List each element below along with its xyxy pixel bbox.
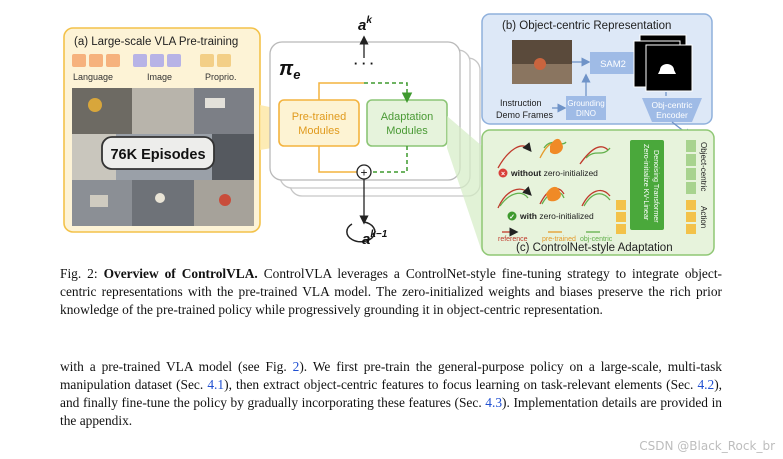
body-paragraph: with a pre-trained VLA model (see Fig. 2… — [60, 359, 722, 428]
watermark: CSDN @Black_Rock_br — [639, 439, 775, 453]
panel-b: (b) Object-centric Representation SAM2 I… — [481, 13, 713, 138]
check-icon — [507, 211, 517, 221]
svg-text:SAM2: SAM2 — [600, 59, 626, 70]
svg-text:Obj-centric: Obj-centric — [651, 100, 693, 110]
legend-image: Image — [147, 72, 172, 82]
figure-caption: Fig. 2: Overview of ControlVLA. ControlV… — [60, 266, 723, 317]
policy-symbol: πe — [279, 58, 300, 82]
policy-stack: πe ak · · · Pre-trained Modules Adaptati… — [269, 15, 481, 248]
svg-text:Demo Frames: Demo Frames — [496, 110, 554, 120]
svg-text:Object-centric: Object-centric — [699, 142, 708, 191]
sam2-box — [590, 52, 636, 74]
panel-a-title: (a) Large-scale VLA Pre-training — [74, 36, 238, 48]
sec-ref-link[interactable]: 4.2 — [697, 377, 715, 392]
svg-text:Action: Action — [699, 206, 708, 228]
trajectory-with — [497, 186, 611, 209]
svg-text:reference: reference — [498, 236, 528, 243]
denoising-transformer — [630, 140, 664, 230]
svg-text:Adaptation: Adaptation — [381, 111, 434, 123]
sec-ref-link[interactable]: 4.1 — [207, 377, 225, 392]
svg-text:Modules: Modules — [386, 125, 428, 137]
sec-ref-link[interactable]: 4.3 — [485, 395, 503, 410]
svg-text:Modules: Modules — [298, 125, 340, 137]
svg-text:×: × — [501, 171, 505, 178]
obj-centric-encoder — [642, 98, 702, 122]
without-label: without zero-initialized — [510, 168, 598, 178]
object-centric-tokens — [686, 140, 696, 194]
action-top: ak — [358, 15, 372, 34]
legend-language: Language — [73, 72, 113, 82]
adaptation-modules: Adaptation Modules — [366, 99, 448, 147]
grounding-dino-box — [566, 96, 606, 120]
loop-arrow — [346, 221, 376, 243]
fig-ref-link[interactable]: 2 — [292, 359, 300, 374]
episode-photo-mosaic — [72, 88, 254, 226]
svg-text:pre-trained: pre-trained — [542, 236, 576, 243]
ellipsis: · · · — [354, 56, 374, 71]
svg-text:obj-centric: obj-centric — [580, 236, 613, 243]
mask-stack — [633, 34, 693, 92]
trajectory-legend: reference pre-trained obj-centric — [498, 227, 613, 243]
svg-text:✓: ✓ — [509, 214, 515, 221]
pretrained-modules: Pre-trained Modules — [278, 99, 360, 147]
svg-text:Instruction: Instruction — [500, 98, 542, 108]
token-legend: Language Image Proprio. — [72, 54, 237, 82]
action-prev: ak−1 — [362, 229, 388, 248]
svg-text:DINO: DINO — [576, 109, 596, 118]
cross-icon — [498, 168, 508, 178]
with-label: with zero-initialized — [519, 211, 594, 221]
svg-text:Denoising Transformer: Denoising Transformer — [652, 150, 661, 223]
svg-text:Pre-trained: Pre-trained — [292, 111, 346, 123]
panel-c: × without zero-initialized ✓ with zero-i… — [481, 129, 715, 256]
svg-text:Encoder: Encoder — [656, 110, 688, 120]
episodes-label: 76K Episodes — [110, 147, 205, 163]
legend-proprio: Proprio. — [205, 72, 237, 82]
svg-text:Grounding: Grounding — [567, 99, 604, 108]
panel-b-title: (b) Object-centric Representation — [502, 20, 671, 32]
panel-a: (a) Large-scale VLA Pre-training Languag… — [63, 27, 261, 233]
trajectory-without — [497, 138, 611, 169]
svg-text:+: + — [360, 166, 367, 180]
panel-c-title: (c) ControlNet-style Adaptation — [516, 242, 673, 254]
svg-text:Zero-initialize KV-Linear: Zero-initialize KV-Linear — [642, 144, 651, 221]
overview-figure: (a) Large-scale VLA Pre-training Languag… — [63, 13, 715, 256]
action-tokens — [616, 200, 696, 234]
